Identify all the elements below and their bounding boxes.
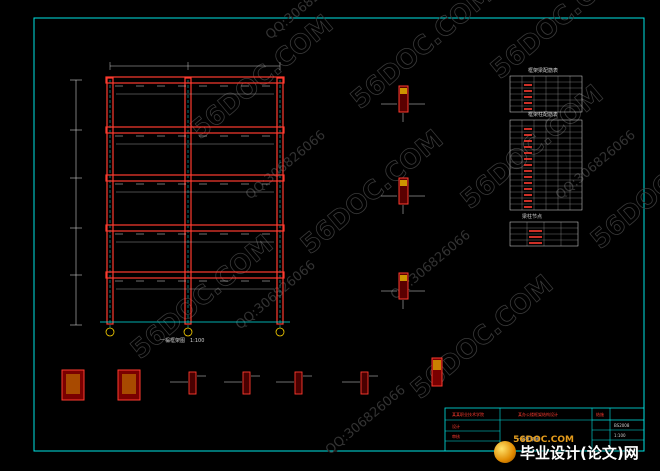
grid-axis-bubble	[105, 327, 115, 337]
table-cell-mark	[524, 176, 532, 178]
table-cell-mark	[524, 134, 532, 136]
table-title: 框架梁配筋表	[528, 67, 558, 74]
frame-beam	[105, 271, 285, 279]
joint-table	[509, 221, 579, 247]
logo-ball-icon	[494, 441, 516, 463]
table-cell-mark	[524, 152, 532, 154]
column-base-detail	[61, 369, 85, 401]
joint-detail	[188, 371, 197, 395]
table-cell-mark	[524, 90, 532, 92]
title-block-code: BS2008	[614, 423, 630, 428]
table-cell-mark	[524, 164, 532, 166]
logo-text: 毕业设计(论文)网	[520, 443, 639, 462]
table-cell-mark	[524, 102, 532, 104]
table-cell-mark	[524, 200, 532, 202]
left-dimension-chain	[70, 79, 82, 326]
site-logo: 56DOC.COM 毕业设计(论文)网	[494, 435, 654, 467]
table-cell-mark	[524, 188, 532, 190]
table-cell-mark	[529, 230, 542, 232]
sheet-border	[33, 17, 645, 452]
joint-detail-core	[433, 360, 441, 370]
table-cell-mark	[529, 236, 542, 238]
bottom-detail-row	[61, 357, 443, 401]
table-cell-mark	[524, 128, 532, 130]
watermark-site: 56DOC.COM	[345, 0, 499, 115]
reinforcement-tables: 框架梁配筋表 框架柱配筋表 梁柱节点	[509, 67, 583, 247]
frame-beam	[105, 126, 285, 134]
watermark-qq: QQ:306826066	[243, 128, 329, 203]
column-base-detail	[117, 369, 141, 401]
table-cell-mark	[524, 182, 532, 184]
table-cell-mark	[524, 84, 532, 86]
watermark-layer: 56DOC.COM 56DOC.COM 56DOC.COM 56DOC.COM …	[125, 0, 660, 458]
joint-detail	[431, 357, 443, 387]
frame-elevation	[100, 62, 290, 337]
column-base-core	[122, 374, 136, 394]
title-block-scale: 1:100	[614, 433, 626, 438]
column-base-core	[66, 374, 80, 394]
frame-beam	[105, 76, 285, 84]
watermark-site: 56DOC.COM	[485, 0, 639, 85]
table-cell-mark	[524, 158, 532, 160]
frame-beam	[105, 174, 285, 182]
title-block-school: 某某职业技术学院	[452, 411, 484, 417]
frame-column	[106, 77, 114, 325]
grid-axis-bubble	[275, 327, 285, 337]
frame-beam	[105, 224, 285, 232]
logo-site-text: 56DOC.COM	[513, 435, 574, 445]
title-block-design-label: 设计	[452, 423, 460, 429]
column-section-core	[400, 180, 407, 186]
column-table	[509, 119, 583, 211]
title-block-drawing-no: 结施	[596, 411, 604, 417]
grid-axis-bubble	[183, 327, 193, 337]
table-cell-mark	[524, 140, 532, 142]
table-cell-mark	[524, 194, 532, 196]
table-cell-mark	[529, 242, 542, 244]
watermark-site: 56DOC.COM	[455, 79, 609, 215]
table-cell-mark	[524, 108, 532, 110]
watermark-site: 56DOC.COM	[125, 229, 279, 365]
joint-detail	[294, 371, 303, 395]
column-section-detail	[398, 85, 409, 113]
joint-detail	[242, 371, 251, 395]
frame-column	[276, 77, 284, 325]
title-block: 某某职业技术学院 某办公楼框架结构设计 设计 审核 结施 BS2008 1:10…	[444, 407, 645, 452]
column-section-detail	[398, 177, 409, 205]
beam-table	[509, 75, 583, 113]
table-cell-mark	[524, 170, 532, 172]
joint-detail	[360, 371, 369, 395]
column-section-detail	[398, 272, 409, 300]
table-title: 框架柱配筋表	[528, 111, 558, 118]
column-section-core	[400, 88, 407, 94]
column-sections-middle	[381, 85, 425, 309]
frame-column	[184, 77, 192, 325]
elevation-caption: 一榀框架图	[160, 337, 185, 344]
detail-caption: 一榀框架图	[515, 436, 540, 443]
table-cell-mark	[524, 206, 532, 208]
table-cell-mark	[524, 96, 532, 98]
table-title: 梁柱节点	[522, 213, 542, 220]
table-cell-mark	[524, 146, 532, 148]
watermark-site: 56DOC.COM	[405, 269, 559, 405]
title-block-check-label: 审核	[452, 433, 460, 439]
watermark-qq: QQ:306826066	[553, 128, 639, 203]
title-block-project: 某办公楼框架结构设计	[518, 411, 558, 417]
column-section-core	[400, 275, 407, 281]
elevation-scale: 1:100	[190, 338, 204, 344]
